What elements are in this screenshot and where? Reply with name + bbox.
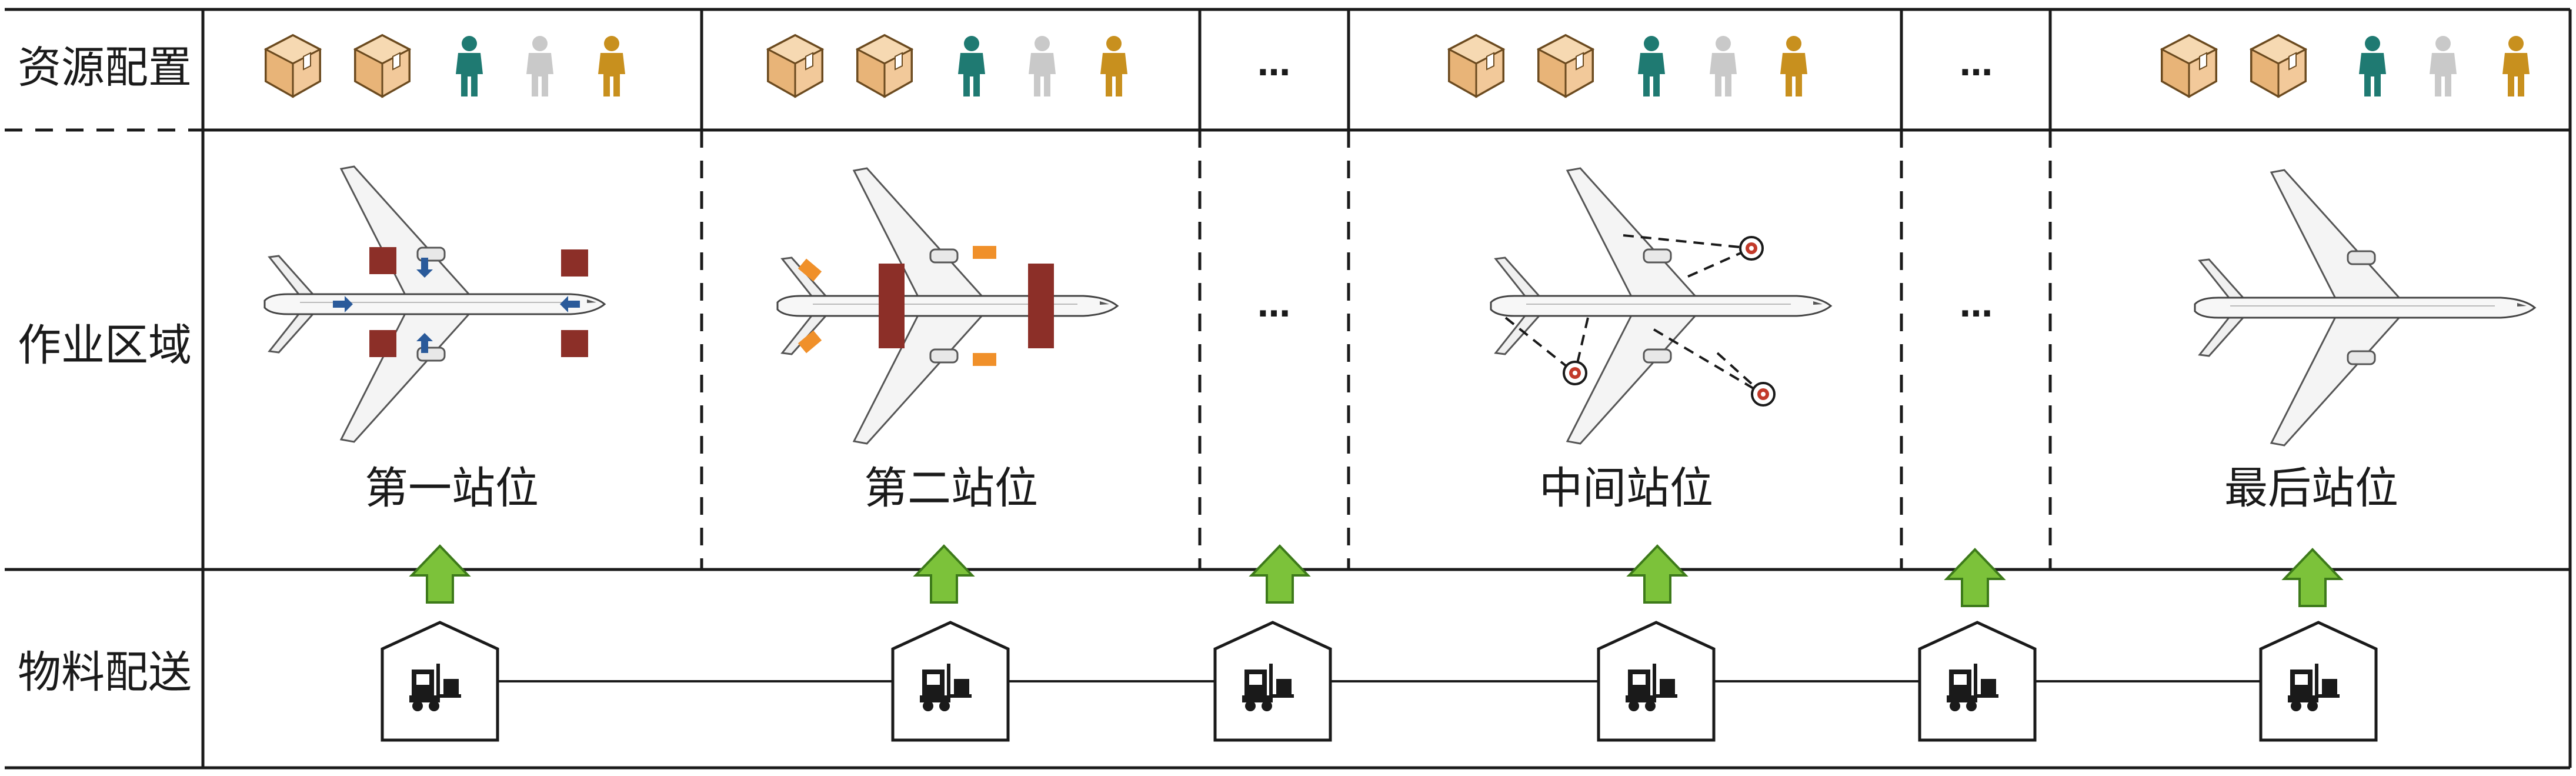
work-ellipsis-1: …	[1257, 287, 1290, 325]
package-icon	[856, 34, 913, 98]
worker-gray-icon	[1710, 36, 1737, 96]
work-marker	[879, 264, 905, 348]
station-last-resources	[2161, 34, 2530, 98]
worker-gray-icon	[526, 36, 553, 96]
station-1-work: 第一站位	[263, 165, 606, 514]
station-last-work: 最后站位	[2194, 169, 2536, 514]
work-marker	[1028, 264, 1054, 348]
delivery-arrow-icon	[2283, 548, 2342, 607]
worker-teal-icon	[456, 36, 483, 96]
airplane-icon	[776, 167, 1119, 445]
station-label: 中间站位	[1539, 463, 1713, 514]
warehouse-forklift-icon	[893, 622, 1008, 740]
part-marker	[973, 353, 996, 366]
row-label-resources: 资源配置	[18, 42, 192, 93]
delivery-arrow-icon	[1628, 545, 1687, 604]
arrow-down-icon	[416, 258, 433, 278]
target-icon	[1751, 382, 1776, 407]
worker-gray-icon	[2430, 36, 2457, 96]
airplane-icon	[2194, 169, 2536, 447]
part-marker	[798, 258, 822, 282]
worker-gold-icon	[1100, 36, 1127, 96]
work-marker	[369, 247, 396, 274]
station-2-resources	[767, 34, 1127, 98]
package-icon	[767, 34, 823, 98]
delivery-arrow-icon	[411, 545, 469, 604]
worker-gold-icon	[598, 36, 625, 96]
worker-teal-icon	[1638, 36, 1665, 96]
arrow-up-icon	[416, 333, 433, 353]
target-icon	[1739, 236, 1764, 261]
station-label: 第一站位	[365, 463, 539, 514]
package-icon	[1448, 34, 1504, 98]
warehouse-forklift-icon	[1599, 622, 1714, 740]
row-label-delivery: 物料配送	[18, 647, 192, 698]
worker-teal-icon	[2359, 36, 2386, 96]
work-marker	[369, 330, 396, 357]
arrow-left-icon	[560, 296, 580, 312]
warehouse-forklift-icon	[1920, 622, 2035, 740]
arrow-right-icon	[333, 296, 353, 312]
package-icon	[2161, 34, 2217, 98]
airplane-icon	[263, 165, 606, 443]
station-label: 最后站位	[2224, 463, 2398, 514]
part-marker	[973, 246, 996, 259]
work-ellipsis-2: …	[1960, 287, 1993, 325]
delivery-arrows	[411, 545, 2342, 607]
work-marker	[561, 330, 588, 357]
package-icon	[354, 34, 411, 98]
target-icon	[1563, 361, 1587, 385]
row-label-work-area: 作业区域	[18, 320, 192, 371]
station-middle-resources	[1448, 34, 1807, 98]
station-2-work: 第二站位	[776, 167, 1119, 514]
worker-gold-icon	[1780, 36, 1807, 96]
part-marker	[798, 330, 822, 354]
warehouse-forklift-icon	[2261, 622, 2376, 740]
station-1-resources	[265, 34, 625, 98]
package-icon	[2250, 34, 2307, 98]
warehouse-forklift-icon	[1215, 622, 1330, 740]
worker-teal-icon	[958, 36, 985, 96]
package-icon	[265, 34, 321, 98]
delivery-arrow-icon	[1250, 545, 1309, 604]
airplane-icon	[1490, 167, 1832, 445]
station-label: 第二站位	[864, 463, 1038, 514]
warehouse-forklift-icon	[382, 622, 498, 740]
package-icon	[1537, 34, 1594, 98]
station-middle-work: 中间站位	[1490, 167, 1832, 514]
delivery-arrow-icon	[915, 545, 973, 604]
resources-ellipsis-1: …	[1257, 45, 1290, 84]
worker-gray-icon	[1029, 36, 1056, 96]
delivery-arrow-icon	[1946, 548, 2004, 607]
work-marker	[561, 249, 588, 277]
resources-ellipsis-2: …	[1960, 45, 1993, 84]
worker-gold-icon	[2502, 36, 2530, 96]
